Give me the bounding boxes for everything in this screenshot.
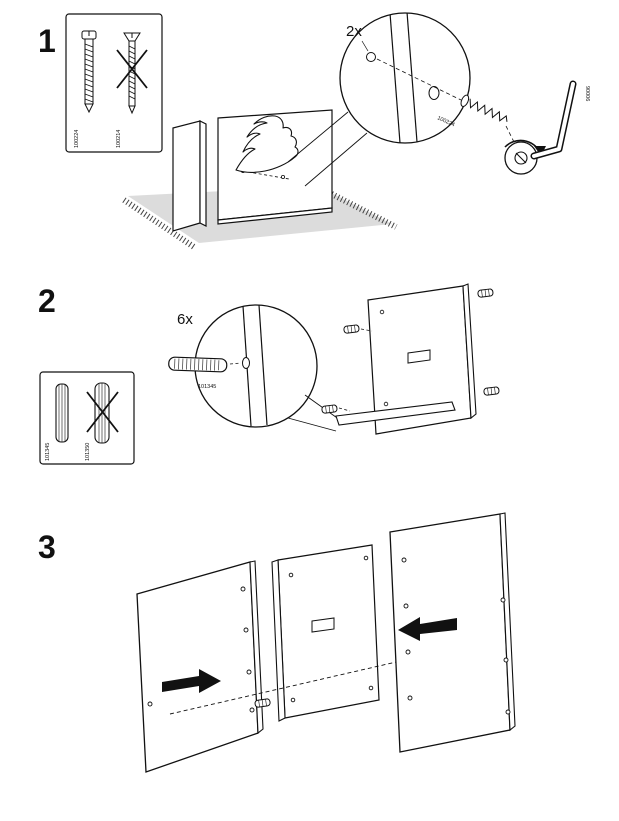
- hand-icon: [235, 115, 299, 173]
- pilot-hole: [240, 586, 246, 592]
- pilot-hole: [147, 701, 153, 707]
- dowel-axis-line: [229, 362, 242, 365]
- detail-callout: 101345 6x: [168, 304, 318, 428]
- pilot-hole: [363, 555, 369, 561]
- pilot-hole: [368, 685, 374, 691]
- pilot-hole: [401, 557, 407, 563]
- step-2-number: 2: [38, 283, 56, 319]
- dowel-icon: [477, 288, 494, 298]
- pilot-hole: [249, 707, 255, 713]
- pilot-hole: [243, 627, 249, 633]
- dowel-large-icon: [168, 356, 228, 373]
- pilot-hole: [403, 603, 409, 609]
- pilot-hole: [405, 649, 411, 655]
- screw-axis-line: [505, 125, 517, 147]
- pilot-hole: [379, 309, 385, 315]
- callout-leader-line: [304, 132, 368, 187]
- step-3-section: 3: [38, 512, 516, 773]
- bottom-rail: [335, 401, 456, 426]
- dowel-correct-icon: [55, 383, 69, 443]
- pilot-hole: [383, 401, 389, 407]
- callout-circle: [339, 12, 471, 144]
- quantity-label: 6x: [177, 311, 193, 328]
- pilot-hole: [280, 174, 285, 179]
- rug-fringe: [320, 186, 398, 230]
- pilot-hole: [500, 597, 506, 603]
- assembly-guide-line: [169, 656, 419, 715]
- middle-panel: [271, 544, 380, 722]
- step-1-parts-box: 100224 100214: [65, 13, 163, 153]
- cross-icon: [116, 49, 148, 89]
- cross-icon: [86, 391, 119, 433]
- pilot-hole: [503, 657, 509, 663]
- dowel-icon: [343, 324, 360, 334]
- dowel-axis-line: [360, 328, 373, 332]
- arrow-right-icon: [162, 669, 221, 693]
- part-number-label: 101345: [45, 443, 51, 461]
- part-number-label: 101345: [198, 384, 216, 390]
- pilot-hole: [290, 697, 296, 703]
- side-panel-small: [172, 120, 207, 232]
- step-1-scene: 2x 100224 90006: [122, 12, 590, 250]
- part-number-label: 100214: [116, 130, 122, 148]
- callout-leader-line: [287, 111, 349, 163]
- left-panel: [136, 560, 264, 773]
- dowel-icon: [321, 404, 338, 414]
- right-panel: [389, 512, 516, 753]
- step-2-parts-box: 101345 101350: [39, 371, 135, 465]
- cam-lock-icon: [504, 141, 538, 175]
- quantity-label: 2x: [346, 23, 362, 40]
- dowel-icon: [483, 386, 500, 396]
- pilot-hole: [246, 669, 252, 675]
- screw-axis-line: [376, 58, 462, 101]
- arrow-left-icon: [398, 617, 457, 641]
- part-number-label: 100224: [74, 130, 80, 148]
- step-1-section: 1 100224: [38, 12, 590, 250]
- pilot-hole: [505, 709, 511, 715]
- allen-key-icon: [530, 80, 577, 160]
- part-number-label: 101350: [85, 443, 91, 461]
- step-3-number: 3: [38, 529, 56, 565]
- callout-leader-line: [287, 417, 337, 432]
- dowel-icon: [254, 698, 271, 709]
- quantity-leader-line: [361, 40, 369, 52]
- dowel-hole: [242, 357, 250, 369]
- pilot-hole: [288, 572, 294, 578]
- pilot-hole: [407, 695, 413, 701]
- dowel-axis-line: [338, 407, 351, 412]
- detail-callout: 2x: [339, 12, 471, 144]
- step-1-number: 1: [38, 23, 56, 59]
- screw-wrong-icon: [123, 32, 141, 115]
- back-panel: [367, 283, 477, 435]
- part-number-label: 90006: [584, 86, 590, 101]
- callout-screw-icon: [460, 94, 508, 122]
- parts-box-frame: [65, 13, 163, 153]
- panel-slot: [311, 617, 335, 633]
- screw-correct-icon: [81, 30, 97, 114]
- step-2-section: 2 101345 101350: [38, 283, 500, 465]
- panel-slot: [407, 349, 431, 364]
